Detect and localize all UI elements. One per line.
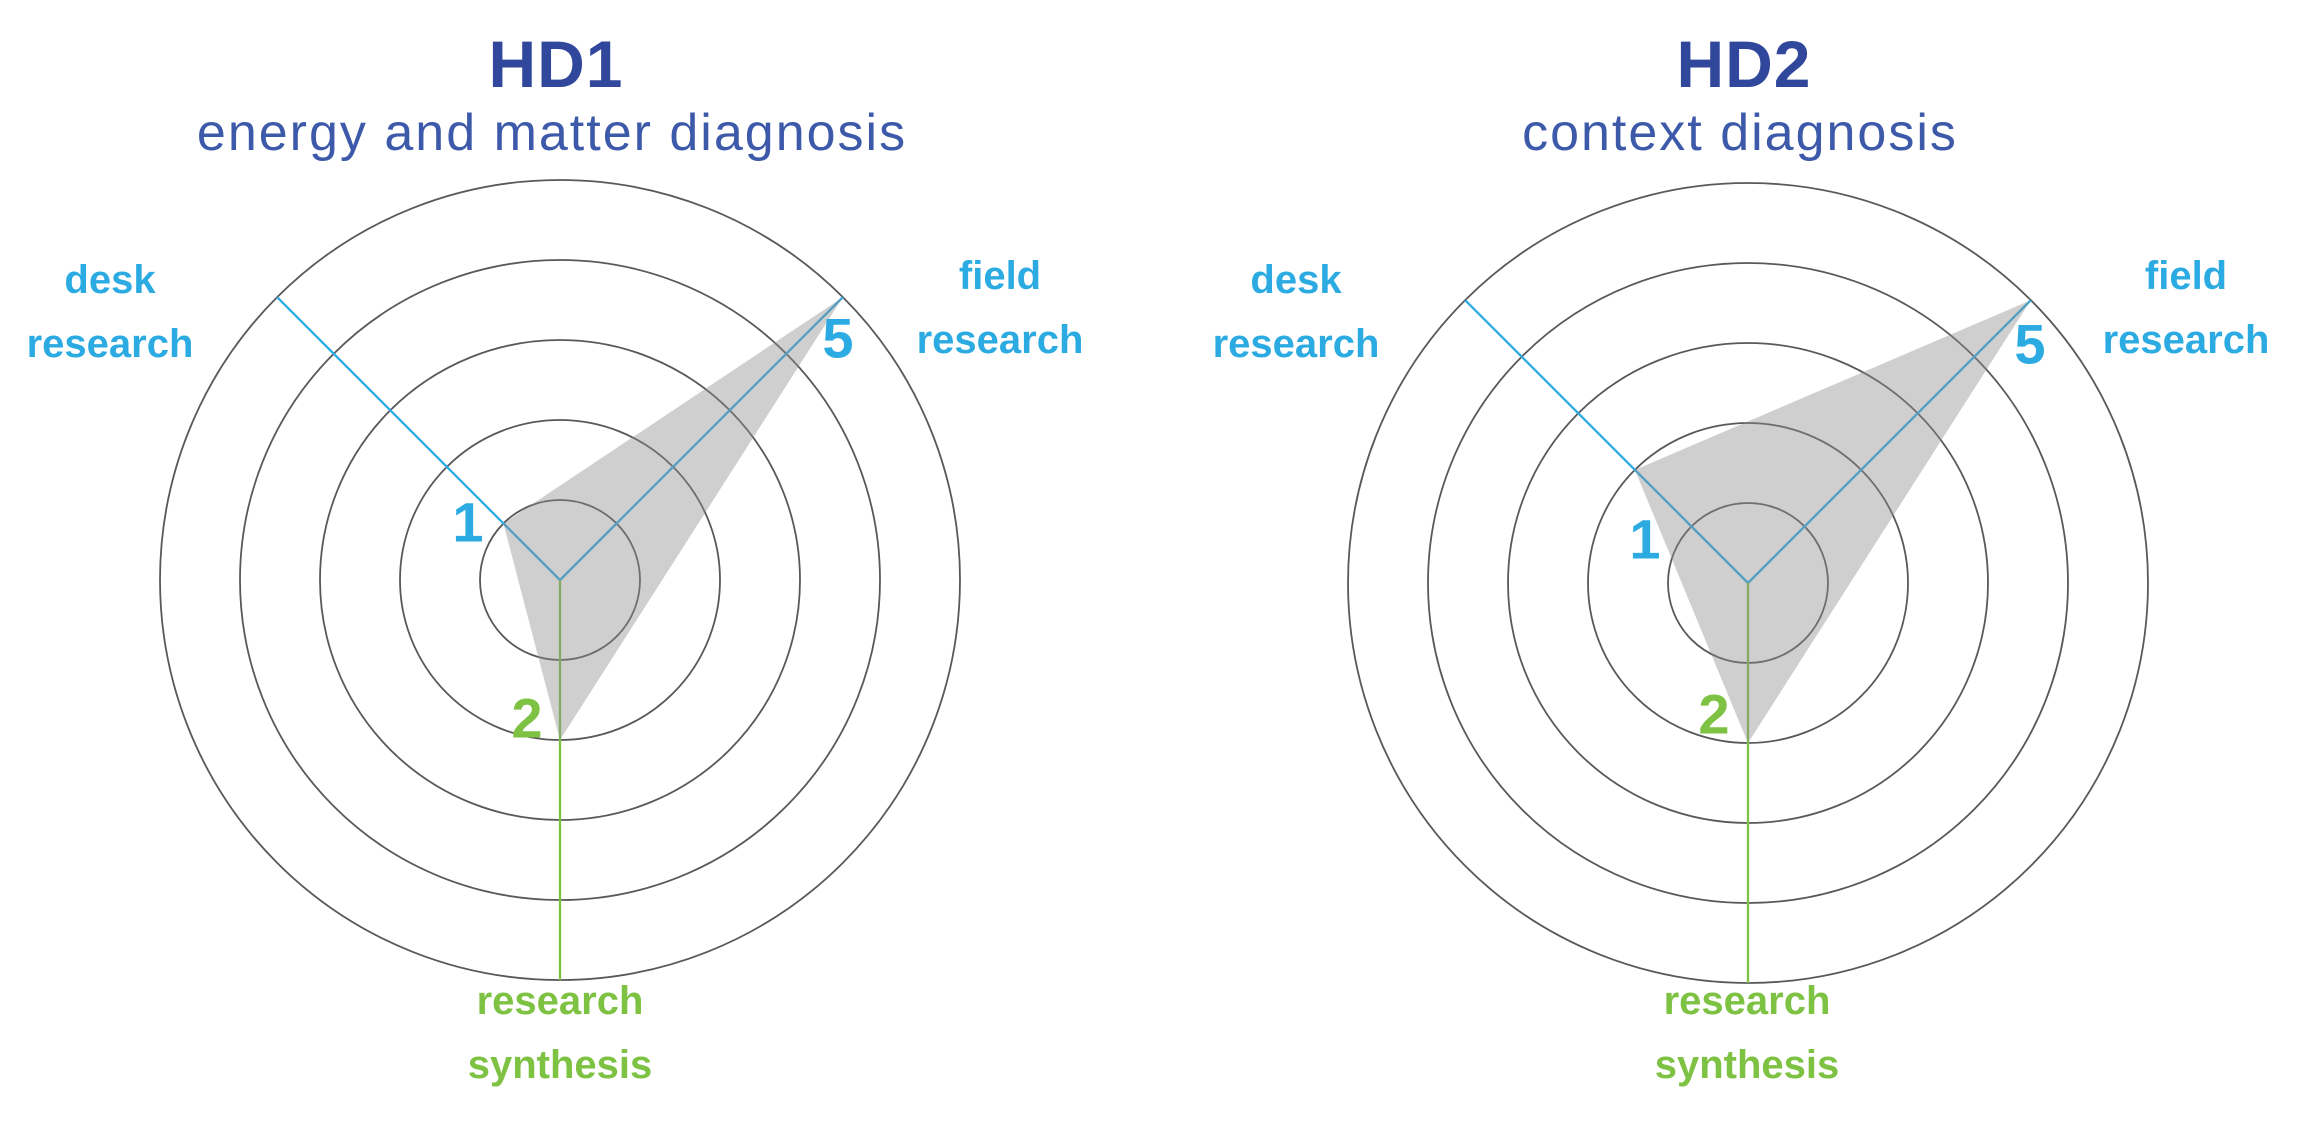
value-label-research-synthesis: 2 xyxy=(511,686,543,750)
axis-label-research-synthesis: research synthesis xyxy=(1655,969,1840,1097)
value-label-field-research: 5 xyxy=(822,306,854,370)
chart-title: HD2 xyxy=(1676,27,1812,101)
axis-label-desk-research: desk research xyxy=(27,248,194,376)
series-polygon-hd1 xyxy=(503,297,843,740)
axis-label-line: research xyxy=(1663,979,1831,1023)
axis-label-field-research: field research xyxy=(2103,244,2270,372)
value-label-desk-research: 1 xyxy=(452,490,484,554)
chart-subtitle: energy and matter diagnosis xyxy=(196,104,908,162)
axis-label-line: research xyxy=(2102,318,2270,362)
value-label-field-research: 5 xyxy=(2014,312,2046,376)
axis-line-field-research xyxy=(1747,299,2032,584)
axis-label-line: field xyxy=(2144,254,2228,298)
value-label-desk-research: 1 xyxy=(1629,507,1661,571)
axis-label-line: research xyxy=(916,318,1084,362)
axis-label-line: desk xyxy=(64,258,156,302)
axis-label-line: synthesis xyxy=(1654,1043,1840,1087)
axis-line-field-research xyxy=(559,296,844,581)
axis-label-field-research: field research xyxy=(917,244,1084,372)
axis-label-desk-research: desk research xyxy=(1213,248,1380,376)
axis-line-desk-research xyxy=(1464,299,1749,584)
series-polygon-hd2 xyxy=(1634,300,2031,743)
chart-subtitle: context diagnosis xyxy=(1522,104,1958,162)
value-label-research-synthesis: 2 xyxy=(1698,682,1730,746)
radar-plot-hd2 xyxy=(1347,182,2149,984)
radar-plot-hd1 xyxy=(159,179,961,981)
axis-line-desk-research xyxy=(276,296,561,581)
chart-title: HD1 xyxy=(488,27,624,101)
axis-label-research-synthesis: research synthesis xyxy=(468,969,653,1097)
axis-label-line: research xyxy=(476,979,644,1023)
axis-label-line: research xyxy=(26,322,194,366)
axis-label-line: field xyxy=(958,254,1042,298)
axis-label-line: synthesis xyxy=(467,1043,653,1087)
axis-label-line: research xyxy=(1212,322,1380,366)
axis-label-line: desk xyxy=(1250,258,1342,302)
